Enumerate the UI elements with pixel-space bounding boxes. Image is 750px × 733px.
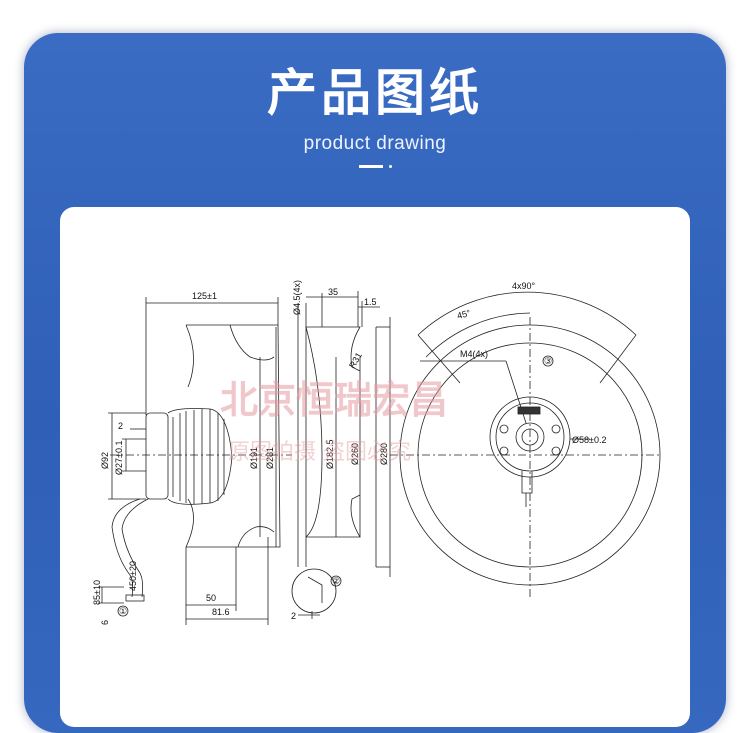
dim-d191: Ø191 xyxy=(249,447,259,469)
dim-2-detail: 2 xyxy=(291,611,296,621)
dim-d27: Ø27±0.1 xyxy=(114,441,124,475)
dim-d92: Ø92 xyxy=(100,452,110,469)
dim-35: 35 xyxy=(328,287,338,297)
callout-3: ③ xyxy=(544,356,552,366)
dim-81-6: 81.6 xyxy=(212,607,230,617)
drawing-card: 125±1 2 Ø92 Ø27±0.1 Ø191 Ø281 50 81.6 45… xyxy=(60,207,690,727)
dim-2-left: 2 xyxy=(118,421,123,431)
technical-drawing: 125±1 2 Ø92 Ø27±0.1 Ø191 Ø281 50 81.6 45… xyxy=(92,280,661,625)
page-title: 产品图纸 xyxy=(267,64,483,122)
dim-holes: Ø4.5(4x) xyxy=(292,280,302,315)
dim-6: 6 xyxy=(100,620,110,625)
callout-2: ② xyxy=(332,576,340,586)
dim-4x90: 4x90° xyxy=(512,281,536,291)
label-m4: M4(4x) xyxy=(460,349,488,359)
dim-d280: Ø280 xyxy=(379,443,389,465)
dim-85: 85±10 xyxy=(92,580,102,605)
dim-125: 125±1 xyxy=(192,291,217,301)
watermark-notice: 原图拍摄 盗图必究 xyxy=(228,440,411,465)
title-accent-dot xyxy=(389,165,392,168)
dim-d260: Ø260 xyxy=(350,443,360,465)
dim-d281: Ø281 xyxy=(265,447,275,469)
callout-1: ① xyxy=(119,606,127,616)
dim-d182-5: Ø182.5 xyxy=(325,439,335,469)
watermark-company: 北京恒瑞宏昌 xyxy=(220,378,448,422)
page-subtitle: product drawing xyxy=(303,133,447,154)
dim-45: 45° xyxy=(456,308,472,321)
dim-50: 50 xyxy=(206,593,216,603)
title-accent-bar xyxy=(359,165,383,168)
dim-r31: R31 xyxy=(347,351,364,370)
dim-cable-450: 450±20 xyxy=(128,561,138,591)
dim-d58: Ø58±0.2 xyxy=(572,435,606,445)
dim-1-5: 1.5 xyxy=(364,297,377,307)
